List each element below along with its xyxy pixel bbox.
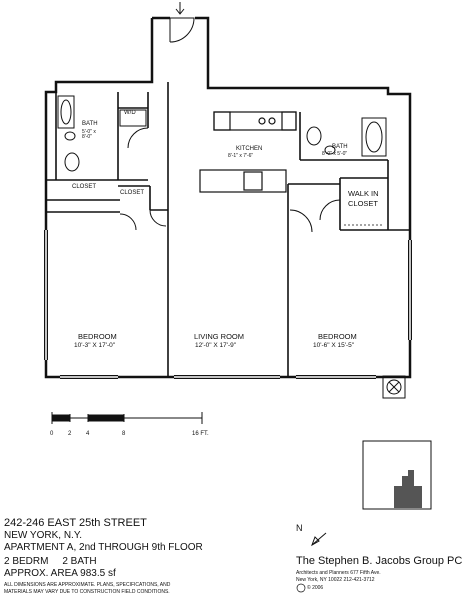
disclaimer-line-1: ALL DIMENSIONS ARE APPROXIMATE. PLANS, S… [4, 582, 171, 588]
disclaimer-line-2: MATERIALS MAY VARY DUE TO CONSTRUCTION F… [4, 589, 170, 595]
bath-left-label: BATH [82, 121, 98, 127]
closet-left-label: CLOSET [72, 184, 97, 190]
bedroom-right-dims: 10'-6" X 15'-5" [313, 342, 355, 349]
bath-right-label: BATH [332, 144, 348, 150]
address-line-2: NEW YORK, N.Y. [4, 530, 82, 541]
scale-bar [51, 412, 203, 424]
entry-arrow [175, 2, 185, 15]
firm-name: The Stephen B. Jacobs Group PC [296, 555, 463, 567]
kitchen-dims: 8'-1" x 7'-6" [228, 153, 254, 159]
unit-type: 2 BEDRM 2 BATH [4, 556, 97, 567]
kitchen-label: KITCHEN [236, 146, 263, 152]
walk-in-label-2: CLOSET [348, 199, 379, 208]
closet-small-label: CLOSET [120, 190, 145, 196]
scale-tick-2: 2 [68, 431, 72, 437]
interior-walls [46, 82, 410, 377]
scale-tick-16: 16 FT. [192, 431, 209, 437]
ac-unit [382, 375, 406, 399]
bedroom-left-label: BEDROOM [78, 332, 117, 341]
scale-tick-0: 0 [50, 431, 54, 437]
address-line-1: 242-246 EAST 25th STREET [4, 517, 147, 529]
approx-area: APPROX. AREA 983.5 sf [4, 568, 116, 579]
scale-tick-4: 4 [86, 431, 90, 437]
walk-in-label: WALK IN [348, 189, 379, 198]
kitchen-counter [199, 111, 297, 193]
firm-line-1: Architects and Planners 677 Fifth Ave. [296, 570, 381, 576]
doors [119, 17, 341, 233]
north-arrow-icon [311, 532, 327, 547]
windows [44, 230, 412, 379]
firm-line-2: New York, NY 10022 212-421-3712 [296, 577, 375, 583]
address-line-3: APARTMENT A, 2nd THROUGH 9th FLOOR [4, 542, 203, 553]
bath-left-dims: 5'-0" x 8'-0" [82, 129, 96, 140]
living-room-label: LIVING ROOM [194, 332, 245, 341]
key-plan [362, 440, 432, 510]
wd-label: W/D [124, 110, 136, 116]
bath-right-dims: 8'-0" x 5'-0" [322, 151, 348, 157]
bedroom-right-label: BEDROOM [318, 332, 357, 341]
firm-copyright: © 2006 [307, 585, 324, 591]
left-bath-fixtures [57, 95, 147, 172]
north-label: N [296, 523, 303, 533]
exterior-walls [44, 16, 412, 379]
living-room-dims: 12'-0" X 17'-9" [195, 342, 237, 349]
right-bath-fixtures [306, 117, 387, 157]
bedroom-left-dims: 10'-3" X 17'-0" [74, 342, 116, 349]
scale-tick-8: 8 [122, 431, 126, 437]
